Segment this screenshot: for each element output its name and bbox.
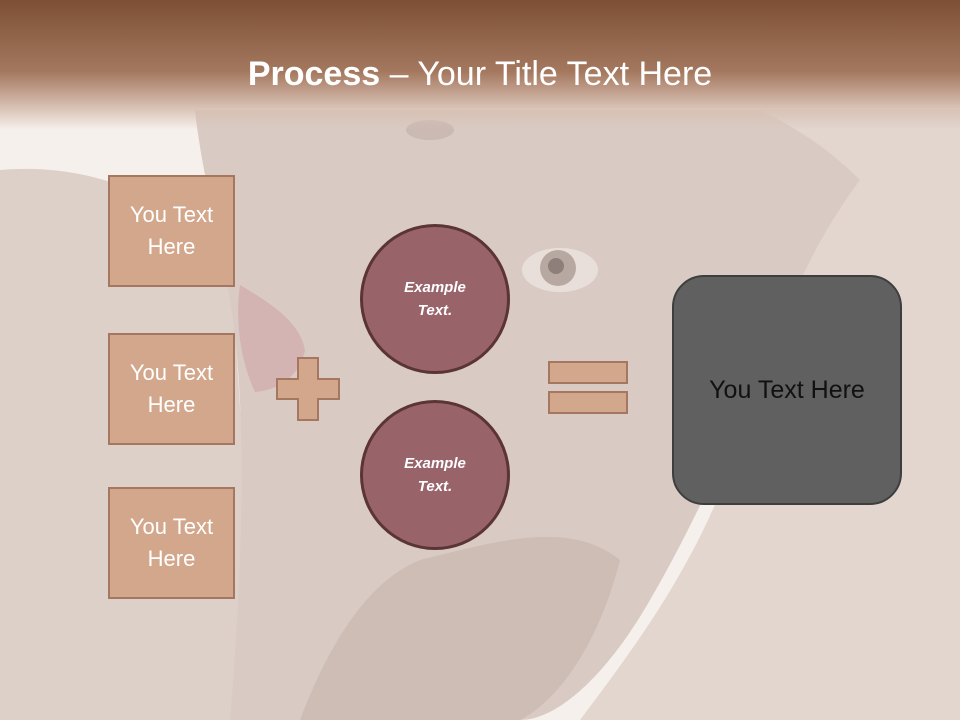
example-circle-2: Example Text. — [360, 400, 510, 550]
equals-icon — [548, 361, 628, 414]
plus-icon — [276, 357, 340, 421]
result-box: You Text Here — [672, 275, 902, 505]
input-box-3: You Text Here — [108, 487, 235, 599]
title-bold: Process — [247, 55, 381, 93]
example-circle-1: Example Text. — [360, 224, 510, 374]
header-band — [0, 0, 960, 130]
input-box-2: You Text Here — [108, 333, 235, 445]
title-rest: – Your Title Text Here — [380, 55, 713, 93]
slide-title: Process – Your Title Text Here — [0, 52, 960, 96]
input-box-1: You Text Here — [108, 175, 235, 287]
